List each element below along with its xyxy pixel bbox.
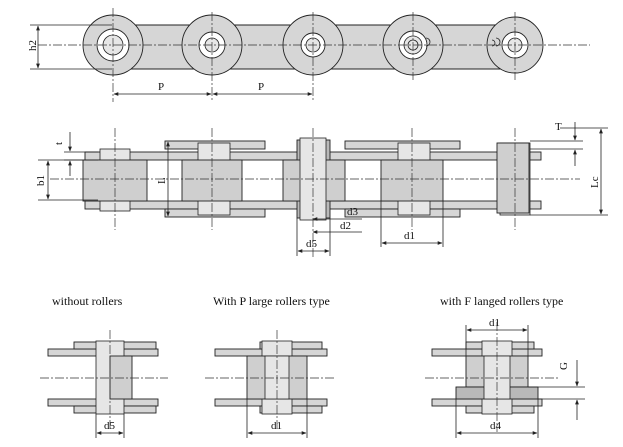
type-p-large-rollers: d1 [205,330,335,438]
t-label: t [53,142,65,145]
d5-main-label: d5 [306,238,318,250]
bushing [483,355,511,400]
chain-plan-view: t b1 L T Lc d3 d2 d5 d1 [35,121,608,258]
roller [496,142,530,214]
h2-label: h2 [27,40,39,51]
cotter-pin-icon [425,37,431,47]
caption-f-flanged-rollers: with F langed rollers type [440,294,563,308]
d1-label: d1 [271,420,282,432]
d1-main-label: d1 [404,230,415,242]
caption-p-large-rollers: With P large rollers type [213,294,330,308]
d3-label: d3 [347,206,359,218]
bushing [109,355,133,400]
cotter-pin-icon [491,37,501,47]
type-f-flanged-rollers: d1 G d4 [425,317,585,438]
l-label: L [156,177,168,184]
chain-side-view: h2 P P [27,8,590,102]
pitch-label: P [258,81,264,93]
caption-without-rollers: without rollers [52,294,123,308]
b1-label: b1 [35,175,47,186]
lc-label: Lc [589,176,601,188]
T-label: T [555,121,562,133]
pitch-label: P [158,81,164,93]
d1-label: d1 [489,317,500,329]
G-label: G [558,362,570,370]
d4-label: d4 [490,420,502,432]
d2-label: d2 [340,220,351,232]
type-without-rollers: d5 [40,330,168,438]
d5-label: d5 [104,420,116,432]
